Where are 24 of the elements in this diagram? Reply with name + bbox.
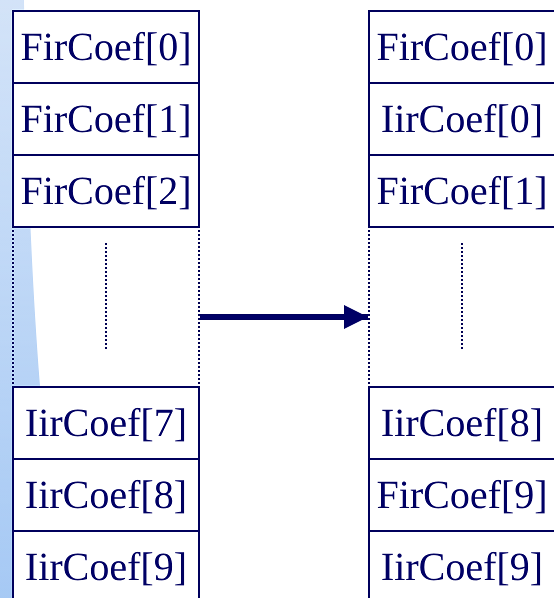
cell-label: IirCoef[8] [24, 475, 188, 515]
memory-cell [12, 154, 200, 228]
cell-label: FirCoef[0] [20, 27, 192, 67]
cell-label: FirCoef[1] [20, 99, 192, 139]
memory-column [368, 10, 554, 598]
cell-label: FirCoef[1] [376, 171, 548, 211]
cell-label: IirCoef[8] [380, 403, 544, 443]
memory-cell [368, 10, 554, 84]
cell-label: IirCoef[0] [380, 99, 544, 139]
memory-cell [12, 386, 200, 460]
cell-label: FirCoef[9] [376, 475, 548, 515]
memory-cell [368, 154, 554, 228]
cell-label: IirCoef[9] [24, 547, 188, 587]
cell-label: IirCoef[9] [380, 547, 544, 587]
cell-label: FirCoef[2] [20, 171, 192, 211]
arrow [200, 305, 368, 329]
memory-column [12, 10, 200, 598]
memory-cell [12, 458, 200, 532]
cell-label: FirCoef[0] [376, 27, 548, 67]
memory-cell [368, 386, 554, 460]
memory-cell [12, 530, 200, 598]
memory-cell [12, 82, 200, 156]
memory-cell [12, 10, 200, 84]
cell-label: IirCoef[7] [24, 403, 188, 443]
